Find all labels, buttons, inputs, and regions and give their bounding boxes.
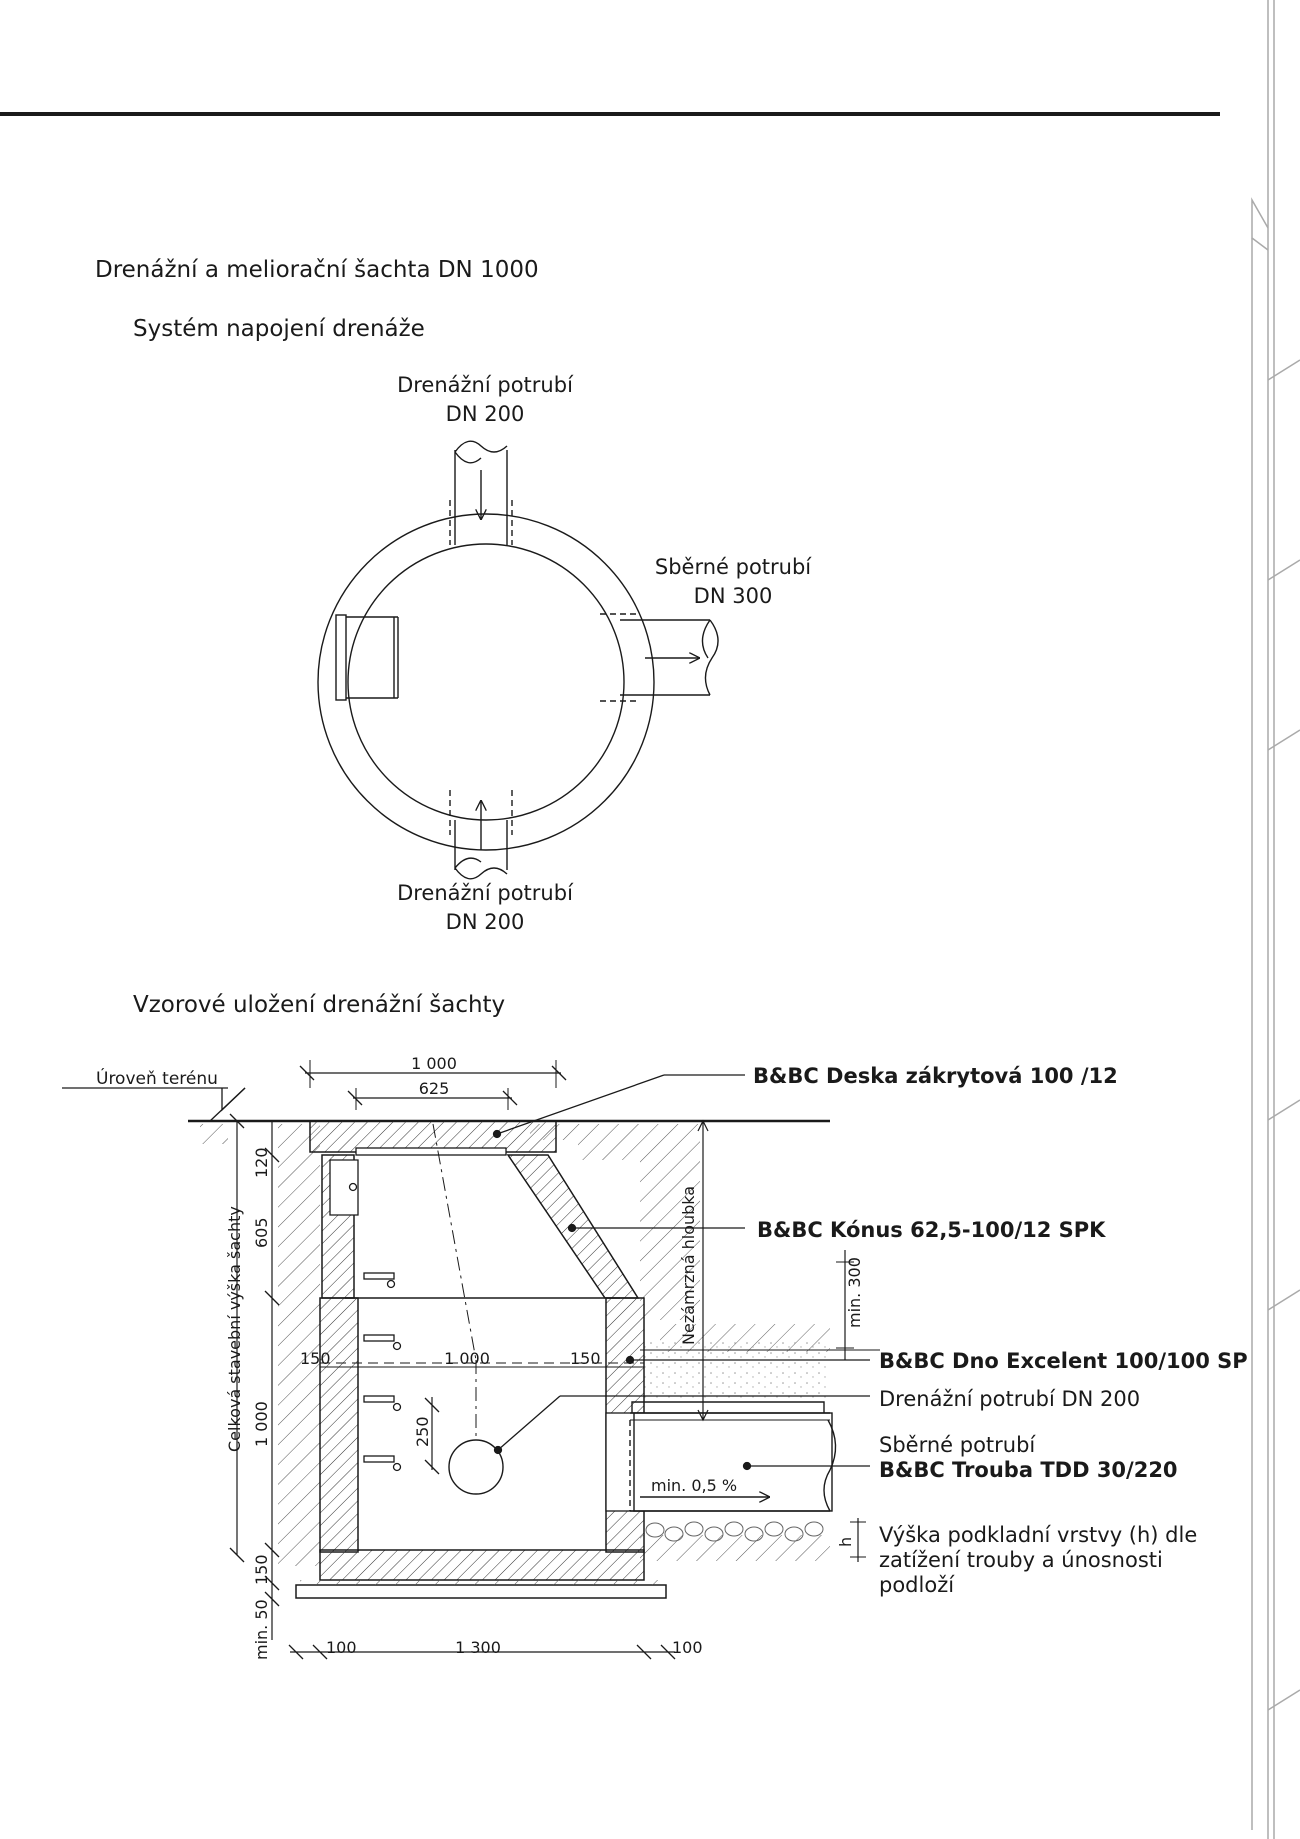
base-bottom bbox=[319, 1549, 645, 1581]
gravel-bedding bbox=[645, 1521, 824, 1542]
plan-view bbox=[317, 440, 719, 880]
dim-cover-width: 1 000 bbox=[411, 1054, 457, 1073]
frost-depth-label: Nezámrzná hloubka bbox=[679, 1186, 698, 1345]
terrain-label: Úroveň terénu bbox=[96, 1067, 218, 1089]
dim-inner: 1 000 bbox=[444, 1349, 490, 1368]
callout-collector-1: Sběrné potrubí bbox=[879, 1433, 1036, 1457]
right-pipe-label-2: DN 300 bbox=[694, 584, 773, 608]
slope-label: min. 0,5 % bbox=[651, 1476, 737, 1495]
base-left-wall bbox=[319, 1297, 359, 1553]
top-pipe-label-1: Drenážní potrubí bbox=[397, 373, 574, 397]
section-view: Úroveň terénu bbox=[62, 1054, 880, 1660]
dim-min300: min. 300 bbox=[845, 1257, 864, 1328]
callout-drain: Drenážní potrubí DN 200 bbox=[879, 1387, 1140, 1411]
page-title: Drenážní a meliorační šachta DN 1000 bbox=[95, 257, 539, 283]
dim-cover-opening: 625 bbox=[419, 1079, 450, 1098]
callout-bedding-3: podloží bbox=[879, 1573, 955, 1597]
top-pipe-label-2: DN 200 bbox=[446, 402, 525, 426]
dim-bottom-slab: 150 bbox=[252, 1554, 271, 1585]
total-height-label: Celková stavební výška šachty bbox=[225, 1206, 244, 1452]
dim-cover-h: 120 bbox=[252, 1147, 271, 1178]
bottom-pipe-label-1: Drenážní potrubí bbox=[397, 881, 574, 905]
callout-cone: B&BC Kónus 62,5-100/12 SPK bbox=[757, 1218, 1106, 1242]
callout-bedding-2: zatížení trouby a únosnosti bbox=[879, 1548, 1163, 1572]
dim-total-w: 1 300 bbox=[455, 1638, 501, 1657]
callout-base: B&BC Dno Excelent 100/100 SP bbox=[879, 1349, 1248, 1373]
shaft-outer-circle bbox=[317, 513, 655, 851]
shaft-inner-circle bbox=[347, 543, 625, 821]
top-pipe bbox=[454, 450, 508, 545]
side-tabs bbox=[1251, 0, 1300, 1839]
callout-collector-2: B&BC Trouba TDD 30/220 bbox=[879, 1458, 1178, 1482]
bottom-pipe bbox=[454, 820, 508, 870]
dim-base-h: 1 000 bbox=[252, 1401, 271, 1447]
ladder-plan bbox=[335, 614, 399, 701]
plan-heading: Systém napojení drenáže bbox=[133, 316, 425, 342]
collector-pipe bbox=[629, 1401, 837, 1512]
drain-pipe-section bbox=[448, 1439, 504, 1495]
dim-side-right: 100 bbox=[672, 1638, 703, 1657]
dim-h: h bbox=[836, 1537, 855, 1547]
sand-layer bbox=[640, 1340, 830, 1400]
dim-side-left: 100 bbox=[326, 1638, 357, 1657]
bearing-slab bbox=[295, 1584, 667, 1599]
dim-wall-left: 150 bbox=[300, 1349, 331, 1368]
callout-leaders bbox=[492, 1074, 870, 1471]
right-pipe bbox=[620, 619, 710, 696]
callout-cover: B&BC Deska zákrytová 100 /12 bbox=[753, 1064, 1118, 1088]
dim-gravel: min. 50 bbox=[252, 1599, 271, 1660]
section-heading: Vzorové uložení drenážní šachty bbox=[133, 992, 505, 1018]
bottom-pipe-label-2: DN 200 bbox=[446, 910, 525, 934]
dim-cone-h: 605 bbox=[252, 1217, 271, 1248]
callout-bedding-1: Výška podkladní vrstvy (h) dle bbox=[879, 1523, 1197, 1547]
dim-pipe-offset: 250 bbox=[413, 1416, 432, 1447]
dim-wall-right: 150 bbox=[570, 1349, 601, 1368]
ladder-steps bbox=[363, 1272, 402, 1472]
right-pipe-label-1: Sběrné potrubí bbox=[655, 555, 812, 579]
